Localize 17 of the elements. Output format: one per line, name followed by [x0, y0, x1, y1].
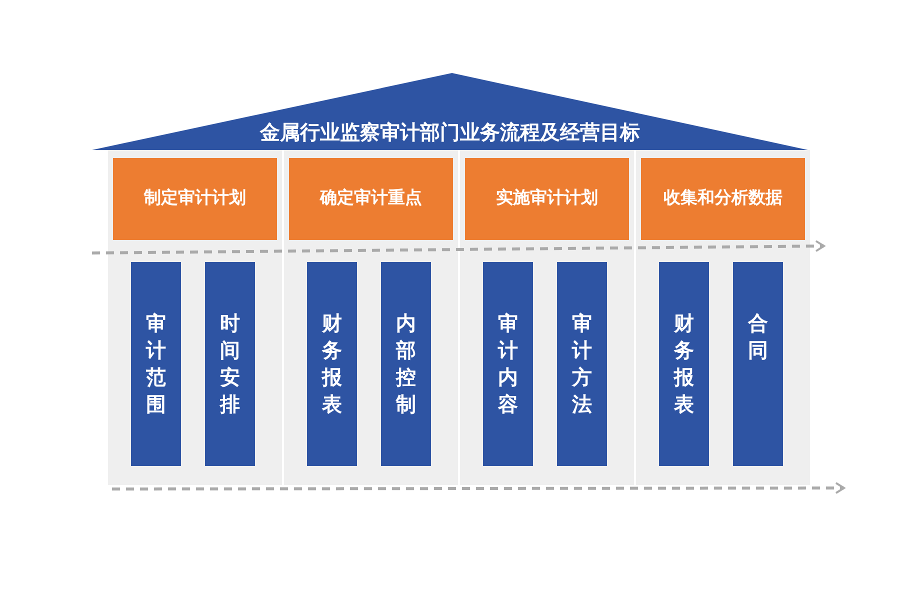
- stage-header: 确定审计重点: [289, 158, 453, 240]
- stage-header: 制定审计计划: [113, 158, 277, 240]
- column-panel: [284, 150, 458, 485]
- stage-header: 实施审计计划: [465, 158, 629, 240]
- pillar: 财务报表: [659, 262, 709, 466]
- column-panel: [636, 150, 810, 485]
- column-panel: [108, 150, 282, 485]
- diagram-title: 金属行业监察审计部门业务流程及经营目标: [258, 119, 641, 146]
- pillar: 财务报表: [307, 262, 357, 466]
- stage-header: 收集和分析数据: [641, 158, 805, 240]
- pillar: 审计方法: [557, 262, 607, 466]
- pillar: 审计内容: [483, 262, 533, 466]
- column-panel: [460, 150, 634, 485]
- pillar: 合同: [733, 262, 783, 466]
- pillar: 审计范围: [131, 262, 181, 466]
- pillar: 内部控制: [381, 262, 431, 466]
- pillar: 时间安排: [205, 262, 255, 466]
